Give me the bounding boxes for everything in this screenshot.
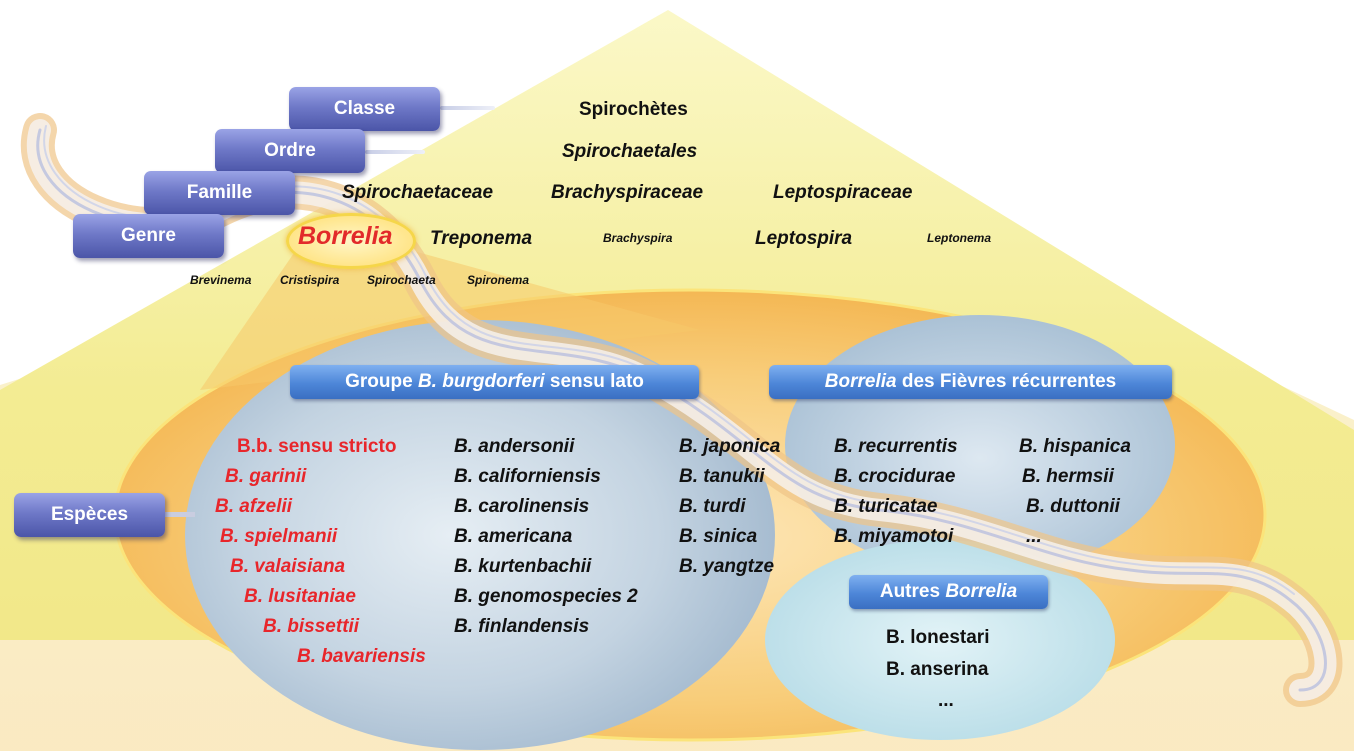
group-autres-label: Autres Borrelia [849,575,1048,609]
species-sinica: B. sinica [679,526,758,547]
species-bavariensis: B. bavariensis [297,646,426,667]
species-hermsii: B. hermsii [1022,466,1114,487]
group-burgdorferi-suffix: sensu lato [544,371,644,392]
species-californiensis: B. californiensis [454,466,601,487]
genus-cristispira: Cristispira [280,273,340,287]
rank-especes: Espèces [14,493,165,537]
genus-leptospira: Leptospira [755,228,853,249]
group-autres-prefix: Autres [879,581,946,602]
family-brachyspiraceae: Brachyspiraceae [551,182,704,203]
classe-connector [440,106,495,110]
genus-leptonema: Leptonema [927,231,992,245]
species-americana: B. americana [454,526,573,547]
group-burgdorferi-italic: B. burgdorferi [417,371,545,392]
genus-borrelia: Borrelia [298,222,393,250]
species-spielmanii: B. spielmanii [220,526,338,547]
family-leptospiraceae: Leptospiraceae [773,182,913,203]
species-bissettii: B. bissettii [263,616,360,637]
species-afzelii: B. afzelii [215,496,293,517]
genus-spirochaeta: Spirochaeta [367,273,436,287]
species-duttonii: B. duttonii [1026,496,1120,517]
species-fievres-more: ... [1026,526,1042,547]
species-valaisiana: B. valaisiana [230,556,346,577]
group-burgdorferi-label: Groupe B. burgdorferi sensu lato [290,365,699,399]
species-finlandensis: B. finlandensis [454,616,590,637]
especes-connector [165,512,195,517]
genus-spironema: Spironema [467,273,530,287]
species-andersonii: B. andersonii [454,436,575,457]
borrelia-highlight [286,213,416,269]
class-name: Spirochètes [579,99,688,120]
species-turicatae: B. turicatae [834,496,938,517]
group-fievres-label: Borrelia des Fièvres récurrentes [769,365,1172,399]
burgdorferi-cluster [185,320,775,750]
species-yangtze: B. yangtze [679,556,775,577]
species-lonestari: B. lonestari [886,627,990,648]
species-kurtenbachii: B. kurtenbachii [454,556,592,577]
group-fievres-italic: Borrelia [824,371,897,392]
species-anserina: B. anserina [886,659,989,680]
rank-ordre: Ordre [215,129,365,173]
rank-famille: Famille [144,171,295,215]
species-recurrentis: B. recurrentis [834,436,958,457]
genus-brevinema: Brevinema [190,273,252,287]
group-fievres-suffix: des Fièvres récurrentes [896,371,1117,392]
group-autres-italic: Borrelia [945,581,1018,602]
species-autres-more: ... [938,690,954,711]
group-burgdorferi-prefix: Groupe [345,371,418,392]
family-spirochaetaceae: Spirochaetaceae [342,182,494,203]
species-crocidurae: B. crocidurae [834,466,956,487]
species-lusitaniae: B. lusitaniae [244,586,356,607]
species-genomospecies-2: B. genomospecies 2 [454,586,638,607]
species-bb-sensu-stricto: B.b. sensu stricto [237,436,397,457]
species-carolinensis: B. carolinensis [454,496,590,517]
species-japonica: B. japonica [679,436,781,457]
species-miyamotoi: B. miyamotoi [834,526,954,547]
rank-genre: Genre [73,214,224,258]
species-garinii: B. garinii [225,466,307,487]
genus-brachyspira: Brachyspira [603,231,673,245]
ordre-connector [365,150,425,154]
species-hispanica: B. hispanica [1019,436,1131,457]
genus-treponema: Treponema [430,228,533,249]
order-name: Spirochaetales [562,141,698,162]
species-turdi: B. turdi [679,496,746,517]
species-tanukii: B. tanukii [679,466,765,487]
rank-classe: Classe [289,87,440,131]
